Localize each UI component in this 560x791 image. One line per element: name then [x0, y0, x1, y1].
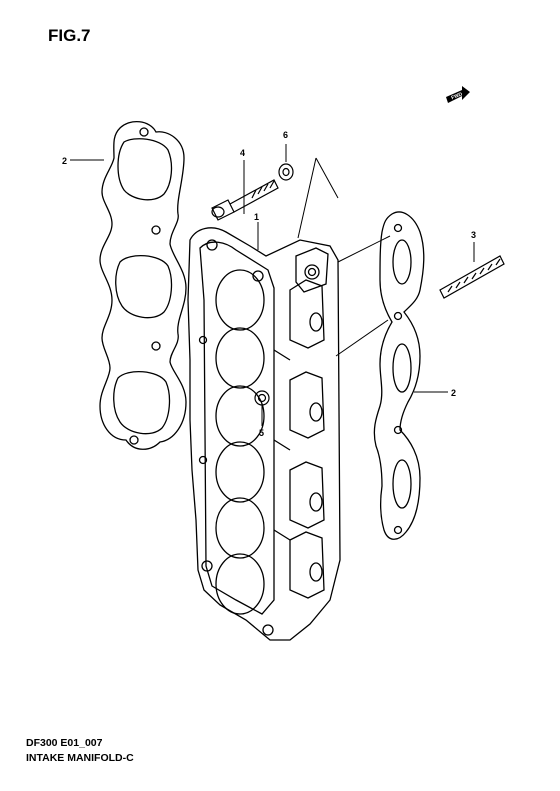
callout-3: 3	[471, 230, 476, 240]
diagram-code: DF300 E01_007	[26, 737, 103, 749]
callout-2-left: 2	[62, 156, 67, 166]
callout-2-right: 2	[451, 388, 456, 398]
fwd-label: FWD	[451, 91, 464, 101]
callout-4: 4	[240, 148, 245, 158]
fwd-arrow-icon: FWD	[446, 86, 470, 103]
gasket-left	[99, 121, 187, 450]
bolt	[211, 179, 279, 221]
washer	[278, 163, 294, 181]
leader-lines	[70, 144, 475, 426]
intake-manifold	[187, 227, 341, 641]
figure-label: FIG.7	[48, 26, 91, 45]
diagram-title: INTAKE MANIFOLD-C	[26, 752, 134, 764]
gasket-right	[373, 211, 425, 540]
callout-1: 1	[254, 212, 259, 222]
callout-6: 6	[283, 130, 288, 140]
stud-bolt	[439, 255, 505, 299]
callout-5: 5	[259, 428, 264, 438]
